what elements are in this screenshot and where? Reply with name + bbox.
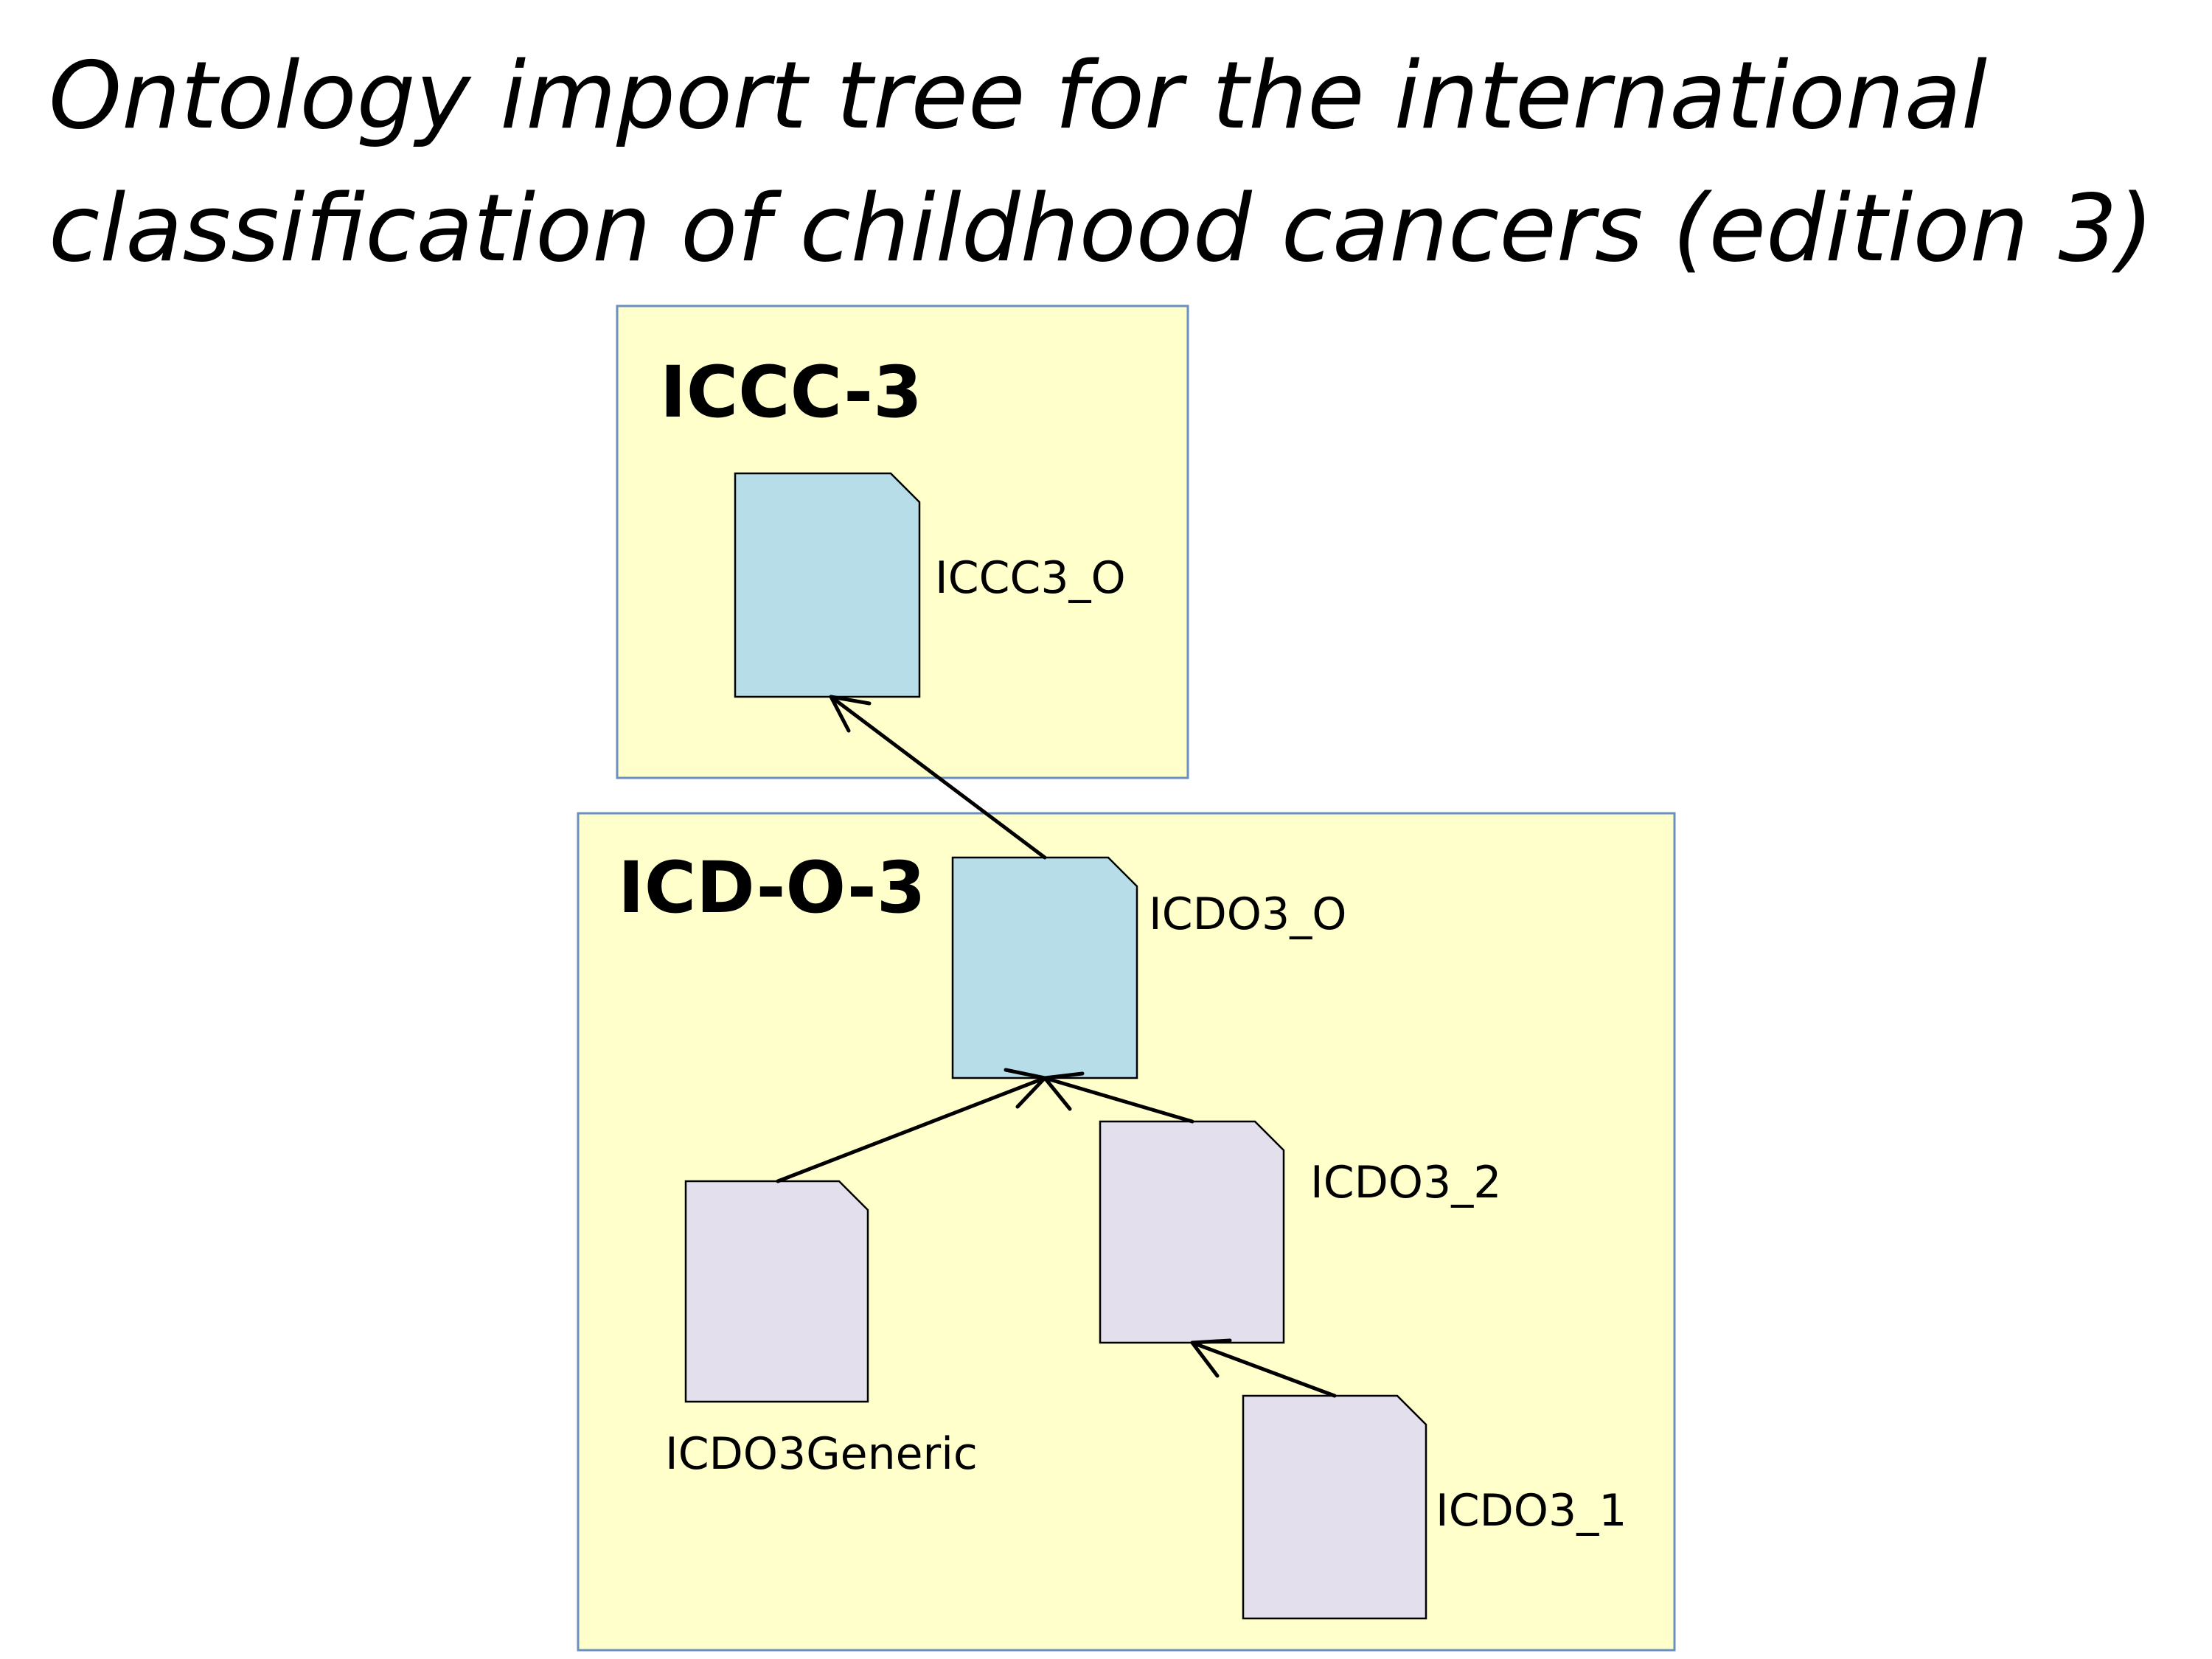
ontology-icdo3generic-document-icon xyxy=(684,1180,869,1403)
import-arrow-icdo3-2-to-icdo3-o xyxy=(1043,1071,1194,1124)
ontology-icdo3-2: ICDO3_2 xyxy=(1099,1120,1501,1344)
ontology-icdo3-o-label: ICDO3_O xyxy=(1149,888,1346,940)
package-icdo3-label: ICD-O-3 xyxy=(618,846,926,929)
ontology-iccc3-o-label: ICCC3_O xyxy=(935,552,1126,604)
ontology-iccc3-o: ICCC3_O xyxy=(734,472,1126,698)
ontology-iccc3-o-document-icon xyxy=(734,472,921,698)
ontology-icdo3-1-document-icon xyxy=(1242,1394,1427,1620)
slide-title-line-2: classification of childhood cancers (edi… xyxy=(49,174,2154,282)
ontology-icdo3-o: ICDO3_O xyxy=(951,856,1346,1079)
ontology-icdo3-2-document-icon xyxy=(1099,1120,1285,1344)
import-arrow-icdo3-1-to-icdo3-2 xyxy=(1190,1338,1337,1398)
package-iccc3-label: ICCC-3 xyxy=(660,351,922,434)
ontology-icdo3-1: ICDO3_1 xyxy=(1242,1394,1627,1620)
ontology-icdo3generic-label: ICDO3Generic xyxy=(665,1428,978,1480)
slide-title-line-1: Ontology import tree for the internation… xyxy=(49,41,1987,150)
slide-title: Ontology import tree for the internation… xyxy=(49,29,2172,295)
ontology-icdo3generic: ICDO3Generic xyxy=(665,1180,978,1480)
ontology-icdo3-o-document-icon xyxy=(951,856,1138,1079)
import-arrow-icdo3-o-to-iccc3-o xyxy=(829,695,1047,860)
package-iccc3: ICCC-3 xyxy=(616,305,1189,779)
ontology-icdo3-1-label: ICDO3_1 xyxy=(1436,1485,1627,1537)
ontology-icdo3-2-label: ICDO3_2 xyxy=(1310,1157,1501,1208)
